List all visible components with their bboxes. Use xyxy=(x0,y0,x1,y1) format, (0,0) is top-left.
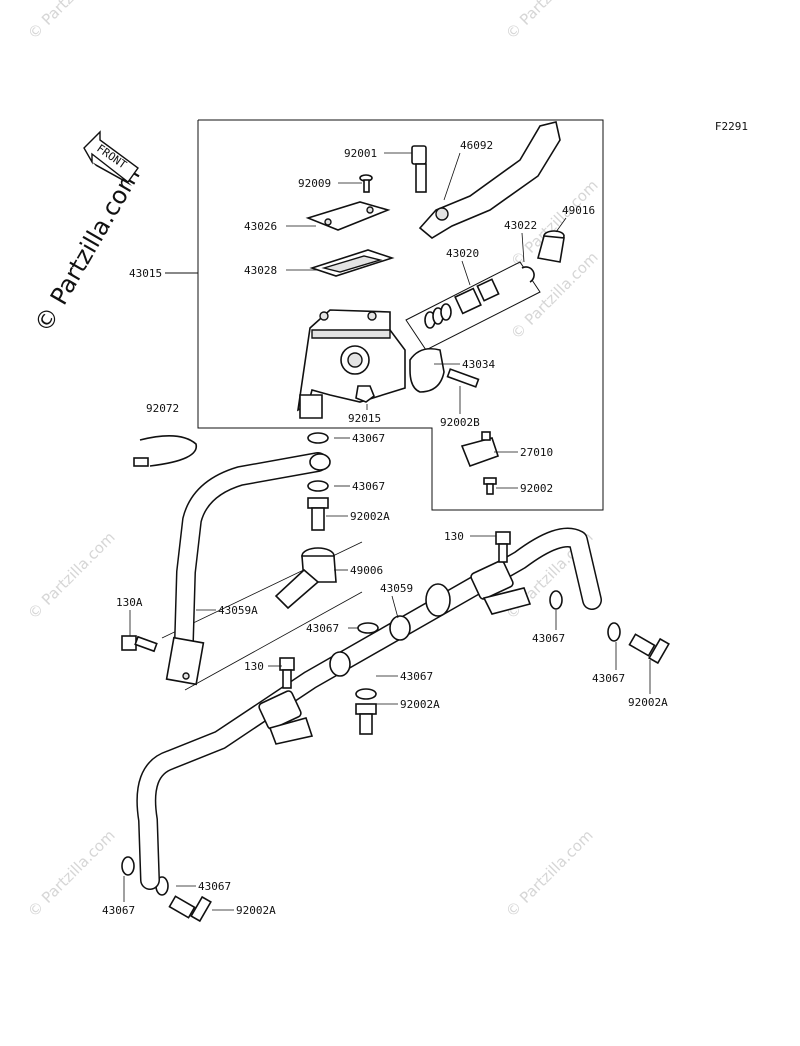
bolt-130 xyxy=(279,657,295,689)
hose-band xyxy=(133,435,197,467)
label-43026: 43026 xyxy=(244,220,277,233)
label-27010: 27010 xyxy=(520,446,553,459)
label-43067: 43067 xyxy=(306,622,339,635)
front-arrow-icon: FRONT xyxy=(83,130,139,186)
circlip xyxy=(521,266,535,283)
label-92002: 92002 xyxy=(520,482,553,495)
bolt-130 xyxy=(495,531,511,563)
master-cylinder xyxy=(296,309,406,419)
nut-92015 xyxy=(355,385,375,403)
label-43067: 43067 xyxy=(352,480,385,493)
label-92072: 92072 xyxy=(146,402,179,415)
pipe-bracket xyxy=(258,690,314,745)
washer xyxy=(355,688,377,700)
watermark-text: © Partzilla.com xyxy=(502,0,597,43)
banjo-bolt xyxy=(168,895,212,923)
holder-clamp xyxy=(409,347,445,393)
upper-brake-hose xyxy=(165,452,331,686)
figure-code: F2291 xyxy=(715,120,748,133)
label-46092: 46092 xyxy=(460,139,493,152)
label-43034: 43034 xyxy=(462,358,495,371)
label-43059a: 43059A xyxy=(218,604,258,617)
hose-joint xyxy=(274,547,337,610)
part-labels: 43015 92001 46092 92009 43026 43028 4302… xyxy=(102,139,668,917)
label-43067: 43067 xyxy=(198,880,231,893)
washer xyxy=(307,480,329,492)
label-43015: 43015 xyxy=(129,267,162,280)
brake-switch xyxy=(460,431,500,468)
label-43067: 43067 xyxy=(592,672,625,685)
label-43067: 43067 xyxy=(102,904,135,917)
pipe-bracket xyxy=(470,560,532,615)
label-92002a: 92002A xyxy=(628,696,668,709)
label-43020: 43020 xyxy=(446,247,479,260)
diaphragm xyxy=(309,249,395,277)
label-92009: 92009 xyxy=(298,177,331,190)
label-49016: 49016 xyxy=(562,204,595,217)
label-130: 130 xyxy=(444,530,464,543)
banjo-bolt xyxy=(307,497,329,531)
watermark-main: © Partzilla.com xyxy=(29,163,146,337)
label-43059: 43059 xyxy=(380,582,413,595)
label-92002b: 92002B xyxy=(440,416,480,429)
bolt-92001 xyxy=(411,145,427,193)
watermark-text: © Partzilla.com xyxy=(24,0,119,43)
bolt-92002b xyxy=(446,368,480,388)
label-92015: 92015 xyxy=(348,412,381,425)
brake-lever xyxy=(418,121,561,239)
banjo-bolt xyxy=(355,703,377,735)
label-43067: 43067 xyxy=(532,632,565,645)
label-130: 130 xyxy=(244,660,264,673)
label-43067: 43067 xyxy=(352,432,385,445)
label-43067: 43067 xyxy=(400,670,433,683)
label-92001: 92001 xyxy=(344,147,377,160)
label-43028: 43028 xyxy=(244,264,277,277)
washer xyxy=(549,590,563,610)
leader-lines xyxy=(123,152,651,911)
screw-92002 xyxy=(483,477,497,495)
piston-kit xyxy=(405,261,541,351)
watermark-text: © Partzilla.com xyxy=(24,528,119,623)
screw-92009 xyxy=(359,174,373,193)
label-92002a: 92002A xyxy=(236,904,276,917)
dust-boot xyxy=(536,230,565,263)
label-92002a: 92002A xyxy=(350,510,390,523)
washer xyxy=(607,622,621,642)
banjo-bolt xyxy=(628,633,670,665)
washer xyxy=(121,856,135,876)
label-49006: 49006 xyxy=(350,564,383,577)
reservoir-cap xyxy=(305,201,391,231)
label-43022: 43022 xyxy=(504,219,537,232)
bolt-130a xyxy=(121,635,158,653)
label-92002a: 92002A xyxy=(400,698,440,711)
label-130a: 130A xyxy=(116,596,143,609)
watermark-text: © Partzilla.com xyxy=(502,826,597,921)
washer xyxy=(307,432,329,444)
